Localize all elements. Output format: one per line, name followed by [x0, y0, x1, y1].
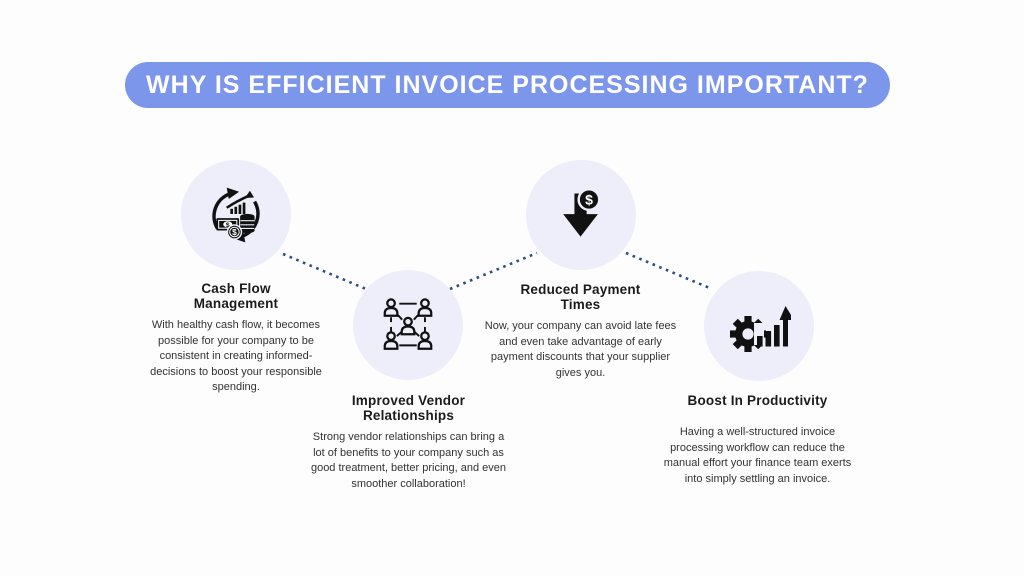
step-title: Reduced Payment Times: [520, 282, 641, 312]
step-title: Boost In Productivity: [687, 393, 828, 408]
step-circle-productivity: [704, 271, 814, 381]
step-section-cash-flow: Cash Flow Management With healthy cash f…: [150, 281, 322, 396]
title-banner: WHY IS EFFICIENT INVOICE PROCESSING IMPO…: [125, 62, 890, 108]
step-section-vendor-relationships: Improved Vendor Relationships Strong ven…: [306, 393, 511, 492]
step-description: With healthy cash flow, it becomes possi…: [150, 319, 322, 393]
step-description: Having a well-structured invoice process…: [663, 426, 852, 485]
svg-text:$: $: [232, 228, 237, 237]
step-description: Strong vendor relationships can bring a …: [310, 431, 507, 490]
vendor-network-icon: [383, 298, 433, 350]
step-section-reduced-payment: Reduced Payment Times Now, your company …: [478, 282, 683, 381]
step-circle-vendor-relationships: [353, 270, 463, 380]
productivity-gear-icon: [730, 306, 791, 352]
svg-text:$: $: [226, 222, 230, 229]
payment-down-arrow-icon: $: [563, 188, 601, 237]
page-title: WHY IS EFFICIENT INVOICE PROCESSING IMPO…: [146, 70, 869, 99]
svg-text:$: $: [585, 192, 593, 208]
step-description: Now, your company can avoid late fees an…: [484, 320, 677, 379]
step-section-productivity: Boost In Productivity Having a well-stru…: [655, 393, 860, 487]
step-circle-cash-flow: $ $: [181, 160, 291, 270]
step-title: Improved Vendor Relationships: [351, 393, 466, 423]
step-title: Cash Flow Management: [193, 281, 279, 311]
step-circle-reduced-payment: $: [526, 160, 636, 270]
cash-flow-cycle-icon: $ $: [212, 187, 260, 243]
